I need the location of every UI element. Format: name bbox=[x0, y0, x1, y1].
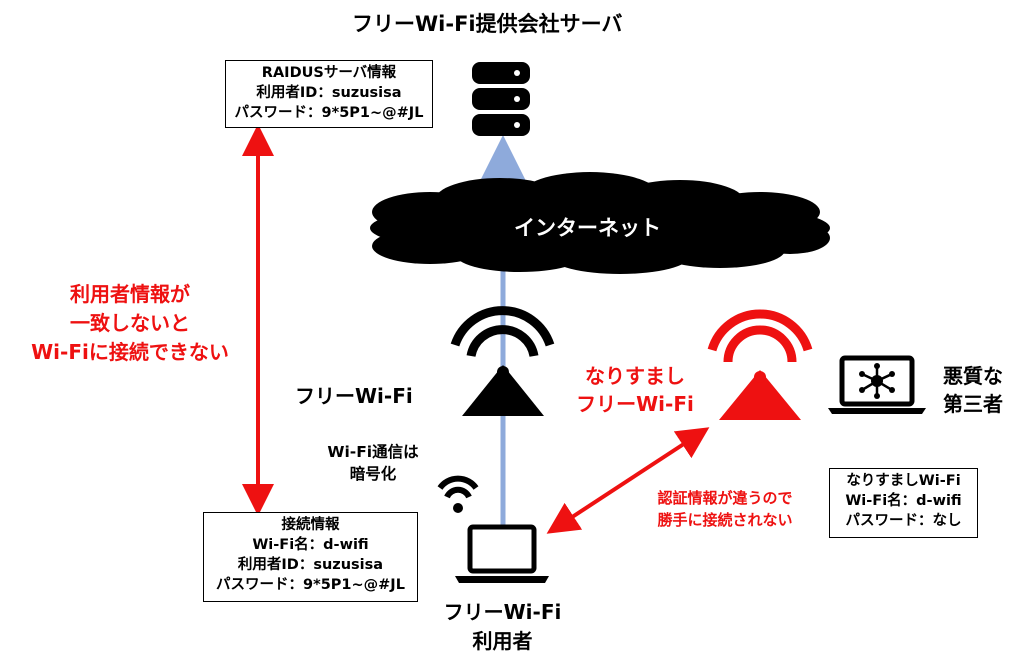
user-label-line2: 利用者 bbox=[472, 629, 533, 653]
auth-note-line2: 勝手に接続されない bbox=[657, 511, 793, 529]
free-wifi-label: フリーWi-Fi bbox=[295, 384, 413, 408]
impostor-box-line3: パスワード：なし bbox=[845, 513, 962, 529]
connection-box-line4: パスワード：9*5P1~@#JL bbox=[216, 577, 405, 593]
connection-box-line2: Wi-Fi名：d-wifi bbox=[252, 537, 369, 553]
impostor-label: なりすまし フリーWi-Fi bbox=[560, 362, 710, 418]
radius-box-line3: パスワード：9*5P1~@#JL bbox=[234, 105, 424, 121]
auth-note: 認証情報が違うので 勝手に接続されない bbox=[635, 487, 815, 531]
encryption-note-line1: Wi-Fi通信は bbox=[327, 443, 419, 461]
wifi-signal-icon bbox=[437, 475, 479, 513]
mismatch-note-line1: 利用者情報が bbox=[70, 282, 190, 306]
connection-box-line1: 接続情報 bbox=[281, 517, 340, 533]
user-label-line1: フリーWi-Fi bbox=[443, 600, 562, 624]
internet-label: インターネット bbox=[514, 216, 661, 240]
impostor-label-line1: なりすまし bbox=[585, 364, 685, 388]
attacker-label-line2: 第三者 bbox=[943, 392, 1003, 416]
radius-info-box: RAIDUSサーバ情報 利用者ID：suzusisa パスワード：9*5P1~@… bbox=[225, 60, 433, 128]
attacker-label-line1: 悪質な bbox=[943, 364, 1003, 388]
mismatch-note-line3: Wi-Fiに接続できない bbox=[31, 340, 229, 364]
laptop-icon bbox=[455, 524, 549, 583]
hacker-laptop-icon bbox=[828, 355, 926, 414]
user-label: フリーWi-Fi 利用者 bbox=[430, 598, 575, 656]
encryption-note: Wi-Fi通信は 暗号化 bbox=[318, 441, 428, 485]
cloud-icon bbox=[370, 172, 830, 274]
connection-info-box: 接続情報 Wi-Fi名：d-wifi 利用者ID：suzusisa パスワード：… bbox=[203, 512, 418, 602]
wifi-router-icon bbox=[450, 306, 555, 416]
auth-note-line1: 認証情報が違うので bbox=[657, 489, 793, 507]
wifi-router-red-icon bbox=[707, 309, 813, 420]
impostor-box-line1: なりすましWi-Fi bbox=[846, 473, 961, 489]
connection-box-line3: 利用者ID：suzusisa bbox=[237, 557, 384, 573]
mismatch-note-line2: 一致しないと bbox=[70, 311, 190, 335]
impostor-box-line2: Wi-Fi名：d-wifi bbox=[845, 493, 962, 509]
impostor-label-line2: フリーWi-Fi bbox=[576, 392, 694, 416]
server-title: フリーWi-Fi提供会社サーバ bbox=[352, 12, 623, 36]
attacker-label: 悪質な 第三者 bbox=[933, 362, 1013, 418]
radius-box-line2: 利用者ID：suzusisa bbox=[256, 85, 402, 101]
encryption-note-line2: 暗号化 bbox=[349, 465, 397, 483]
impostor-info-box: なりすましWi-Fi Wi-Fi名：d-wifi パスワード：なし bbox=[829, 468, 978, 538]
auth-fail-arrow bbox=[546, 427, 710, 534]
mismatch-note: 利用者情報が 一致しないと Wi-Fiに接続できない bbox=[10, 280, 250, 367]
database-icon bbox=[472, 62, 530, 136]
radius-box-line1: RAIDUSサーバ情報 bbox=[261, 65, 397, 81]
